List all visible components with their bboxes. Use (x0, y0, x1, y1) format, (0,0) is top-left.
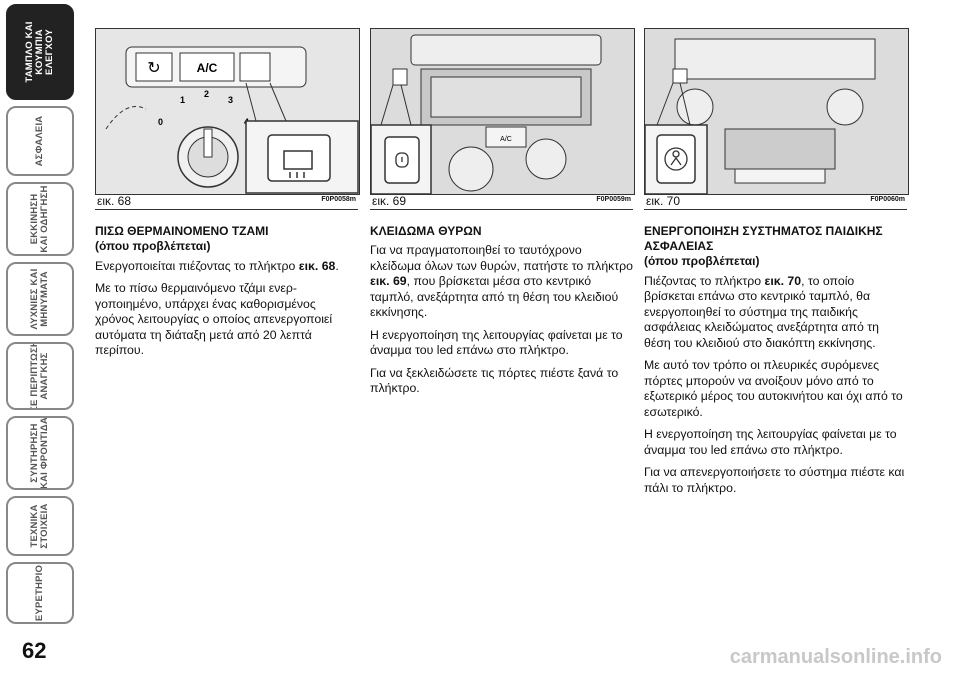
ac-label: A/C (197, 61, 218, 75)
paragraph: Για να πραγματοποιηθεί το ταυτόχρονο κλε… (370, 243, 634, 319)
column-door-lock: ΚΛΕΙΔΩΜΑ ΘΥΡΩΝ Για να πραγματοποιηθεί το… (370, 224, 633, 404)
svg-text:2: 2 (204, 89, 209, 99)
figure-number: εικ. 68 (97, 194, 132, 208)
tab-lamps-messages[interactable]: ΛΥΧΝΙΕΣ ΚΑΙ ΜΗΝΥΜΑΤΑ (6, 262, 74, 336)
door-lock-icon (395, 152, 409, 168)
tab-starting-driving[interactable]: ΕΚΚΙΝΗΣΗ ΚΑΙ ΟΔΗΓΗΣΗ (6, 182, 74, 256)
section-subtitle: (όπου προβλέπεται) (644, 254, 760, 268)
column-rear-defrost: ΠΙΣΩ ΘΕΡΜΑΙΝΟΜΕΝΟ ΤΖΑΜΙ (όπου προβλέπετα… (95, 224, 358, 366)
tab-label: ΣΥΝΤΗΡΗΣΗ ΚΑΙ ΦΡΟΝΤΙΔΑ (29, 417, 50, 489)
tab-technical-data[interactable]: ΤΕΧΝΙΚΑ ΣΤΟΙΧΕΙΑ (6, 496, 74, 556)
paragraph: Η ενεργοποίηση της λειτουργίας φαί­νεται… (370, 327, 623, 358)
tab-label: ΕΚΚΙΝΗΣΗ ΚΑΙ ΟΔΗΓΗΣΗ (29, 185, 50, 253)
svg-text:0: 0 (158, 117, 163, 127)
figure-70 (644, 28, 909, 195)
svg-text:A/C: A/C (500, 136, 512, 143)
figure-code: F0P0060m (870, 196, 905, 203)
figure-number: εικ. 70 (646, 194, 681, 208)
figure-69-caption: εικ. 69 F0P0059m (370, 193, 633, 210)
section-title: ΠΙΣΩ ΘΕΡΜΑΙΝΟΜΕΝΟ ΤΖΑΜΙ (95, 224, 269, 238)
paragraph: Για να ξεκλειδώσετε τις πόρτες πιέστε ξα… (370, 365, 619, 396)
paragraph: Με αυτό τον τρόπο οι πλευρικές συρό­μενε… (644, 358, 903, 419)
figure-reference: εικ. 68 (298, 258, 336, 273)
child-lock-icon (664, 147, 688, 171)
door-lock-panel-illustration: A/C (371, 29, 634, 194)
section-tabs: ΤΑΜΠΛΟ ΚΑΙ ΚΟΥΜΠΙΑ ΕΛΕΓΧΟΥ ΑΣΦΑΛΕΙΑ ΕΚΚΙ… (0, 0, 80, 677)
figure-reference: εικ. 70 (764, 273, 802, 288)
tab-label: ΤΕΧΝΙΚΑ ΣΤΟΙΧΕΙΑ (29, 503, 50, 549)
tab-label: ΛΥΧΝΙΕΣ ΚΑΙ ΜΗΝΥΜΑΤΑ (29, 268, 50, 330)
tab-label: ΣΕ ΠΕΡΙΠΤΩΣΗ ΑΝΑΓΚΗΣ (29, 342, 50, 410)
figure-reference: εικ. 69 (370, 274, 407, 288)
figure-number: εικ. 69 (372, 194, 407, 208)
rear-defrost-icon (283, 150, 313, 178)
paragraph: Για να απενεργοποιήσετε το σύστημα πιέστ… (644, 465, 905, 495)
paragraph: Η ενεργοποίηση της λειτουργίας φαί­νεται… (644, 427, 897, 457)
figure-68-caption: εικ. 68 F0P0058m (95, 193, 358, 210)
section-title: ΚΛΕΙΔΩΜΑ ΘΥΡΩΝ (370, 224, 482, 238)
child-lock-panel-illustration (645, 29, 908, 194)
column-child-lock: ΕΝΕΡΓΟΠΟΙΗΣΗ ΣΥΣΤΗΜΑΤΟΣ ΠΑΙΔΙΚΗΣ ΑΣΦΑΛΕΙ… (644, 224, 907, 503)
figure-69: A/C (370, 28, 635, 195)
figure-code: F0P0058m (321, 196, 356, 203)
figure-70-caption: εικ. 70 F0P0060m (644, 193, 907, 210)
paragraph: Ενεργοποιείται πιέζοντας το πλήκτρο εικ.… (95, 258, 339, 273)
svg-text:1: 1 (180, 95, 185, 105)
tab-index[interactable]: ΕΥΡΕΤΗΡΙΟ (6, 562, 74, 624)
svg-text:↻: ↻ (147, 58, 160, 77)
tab-emergency[interactable]: ΣΕ ΠΕΡΙΠΤΩΣΗ ΑΝΑΓΚΗΣ (6, 342, 74, 410)
tab-label: ΕΥΡΕΤΗΡΙΟ (34, 564, 45, 622)
tab-maintenance[interactable]: ΣΥΝΤΗΡΗΣΗ ΚΑΙ ΦΡΟΝΤΙΔΑ (6, 416, 74, 490)
svg-text:3: 3 (228, 95, 233, 105)
tab-safety[interactable]: ΑΣΦΑΛΕΙΑ (6, 106, 74, 176)
paragraph: Με το πίσω θερμαινόμενο τζάμι ενερ­γοποι… (95, 281, 333, 357)
figure-68: ↻ A/C 0 1 2 3 4 (95, 28, 360, 195)
watermark: carmanualsonline.info (729, 646, 942, 668)
tab-label: ΑΣΦΑΛΕΙΑ (34, 115, 45, 167)
section-subtitle: (όπου προβλέπεται) (95, 239, 211, 253)
paragraph: Πιέζοντας το πλήκτρο εικ. 70, το οποίο β… (644, 273, 879, 350)
tab-dashboard-controls[interactable]: ΤΑΜΠΛΟ ΚΑΙ ΚΟΥΜΠΙΑ ΕΛΕΓΧΟΥ (6, 4, 74, 100)
climate-panel-illustration: ↻ A/C 0 1 2 3 4 (96, 29, 359, 194)
section-title: ΕΝΕΡΓΟΠΟΙΗΣΗ ΣΥΣΤΗΜΑΤΟΣ ΠΑΙΔΙΚΗΣ ΑΣΦΑΛΕΙ… (644, 224, 883, 253)
figure-code: F0P0059m (596, 196, 631, 203)
page-number: 62 (22, 638, 47, 663)
tab-label: ΤΑΜΠΛΟ ΚΑΙ ΚΟΥΜΠΙΑ ΕΛΕΓΧΟΥ (24, 21, 55, 83)
